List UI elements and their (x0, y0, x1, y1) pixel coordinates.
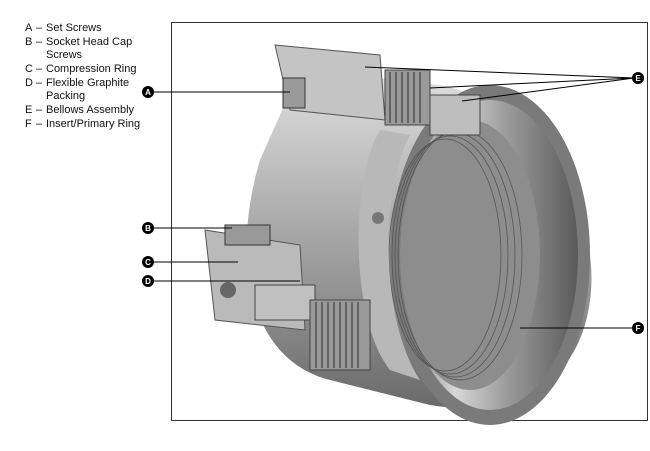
legend-sep: – (36, 77, 43, 89)
figure-frame (171, 22, 648, 421)
legend-item-b: B–Socket Head Cap Screws (25, 36, 156, 62)
callout-a: A (142, 86, 154, 98)
legend-sep: – (36, 118, 43, 130)
legend-label: Set Screws (46, 22, 102, 34)
legend-label: Flexible Graphite Packing (46, 77, 130, 102)
callout-label: B (145, 224, 151, 233)
callout-label: D (145, 277, 151, 286)
callout-c: C (142, 256, 154, 268)
legend: A–Set Screws B–Socket Head Cap Screws C–… (25, 22, 156, 132)
callout-label: A (145, 88, 151, 97)
callout-d: D (142, 275, 154, 287)
legend-sep: – (36, 104, 43, 116)
legend-label: Socket Head Cap Screws (46, 36, 133, 61)
callout-e: E (632, 72, 644, 84)
callout-b: B (142, 222, 154, 234)
legend-key: F (25, 118, 32, 130)
legend-key: A (25, 22, 33, 34)
callout-label: F (636, 324, 641, 333)
legend-key: B (25, 36, 33, 48)
seal-illustration (204, 44, 592, 425)
legend-item-d: D–Flexible Graphite Packing (25, 77, 156, 103)
legend-item-a: A–Set Screws (25, 22, 156, 35)
legend-item-c: C–Compression Ring (25, 63, 156, 76)
legend-label: Insert/Primary Ring (46, 118, 141, 130)
callout-label: C (145, 258, 151, 267)
legend-sep: – (36, 36, 43, 48)
legend-key: E (25, 104, 33, 116)
legend-label: Compression Ring (46, 63, 137, 75)
legend-sep: – (36, 63, 43, 75)
legend-sep: – (36, 22, 43, 34)
leader-lines (152, 66, 635, 329)
callout-label: E (635, 74, 641, 83)
legend-item-f: F–Insert/Primary Ring (25, 118, 156, 131)
legend-key: D (25, 77, 33, 89)
legend-label: Bellows Assembly (46, 104, 135, 116)
legend-item-e: E–Bellows Assembly (25, 104, 156, 117)
legend-key: C (25, 63, 33, 75)
callout-f: F (632, 322, 644, 334)
